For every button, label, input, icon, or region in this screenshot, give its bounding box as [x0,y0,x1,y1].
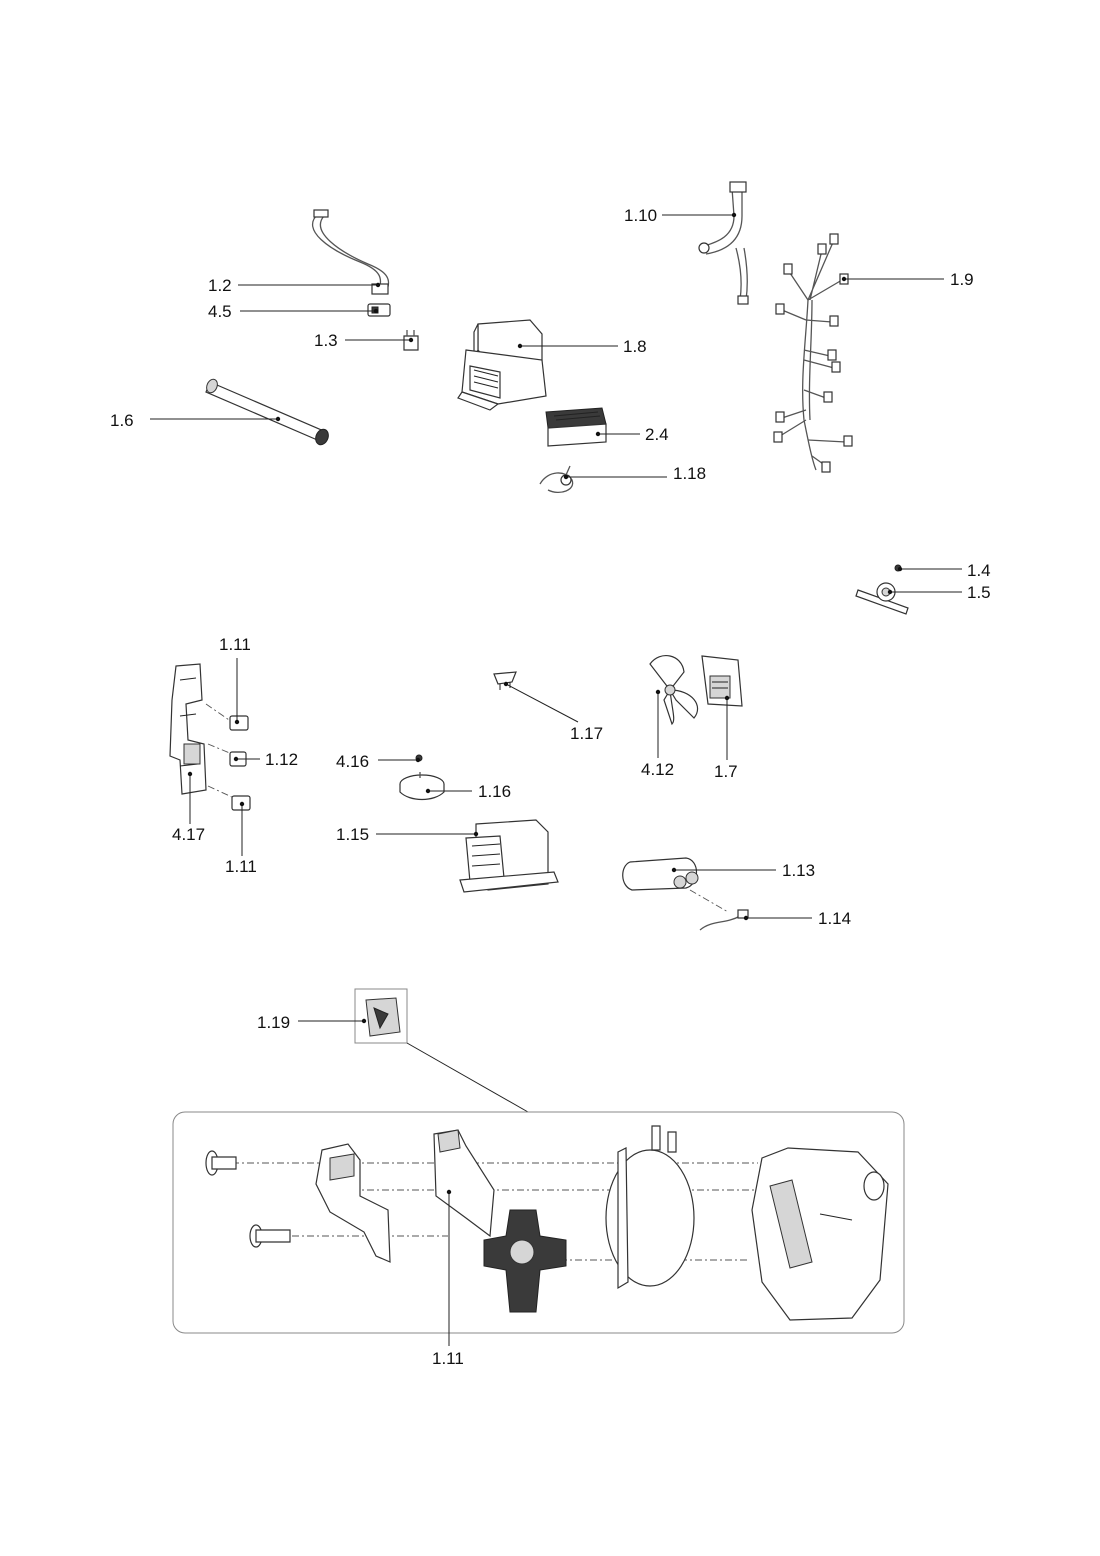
part-1-10-harness-branch [698,181,749,305]
part-1-17-clip [493,671,517,690]
callout-1-16: 1.16 [425,782,511,801]
svg-text:1.11: 1.11 [432,1349,464,1368]
part-1-2-wire-lead [311,209,390,295]
callout-1-4: 1.4 [897,561,991,580]
callout-1-3: 1.3 [314,331,414,350]
svg-text:1.14: 1.14 [818,909,851,928]
svg-text:4.5: 4.5 [208,302,232,321]
callout-1-19: 1.19 [257,1013,367,1032]
detail-housing-cover [751,1147,889,1321]
detail-pin-lower [249,1224,291,1248]
callout-1-11-top: 1.11 [219,635,251,725]
svg-text:1.6: 1.6 [110,411,134,430]
part-1-19-motor-thumbnail [354,988,529,1113]
svg-text:1.18: 1.18 [673,464,706,483]
svg-text:4.16: 4.16 [336,752,369,771]
callout-4-12: 4.12 [641,689,674,779]
detail-motor-body [605,1125,695,1290]
part-1-9-wire-harness [773,233,853,473]
svg-text:1.11: 1.11 [225,857,257,876]
part-1-15-transformer [459,819,559,893]
part-1-18-thermostat [539,465,574,494]
svg-text:1.2: 1.2 [208,276,232,295]
svg-text:1.7: 1.7 [714,762,738,781]
detail-microswitch [433,1129,495,1238]
part-1-11-switch-upper [205,703,249,731]
callout-1-11-detail: 1.11 [432,1189,464,1368]
callout-1-15: 1.15 [336,825,479,844]
svg-text:1.12: 1.12 [265,750,298,769]
svg-text:2.4: 2.4 [645,425,669,444]
callout-4-16: 4.16 [336,752,421,771]
svg-text:1.4: 1.4 [967,561,991,580]
svg-text:4.17: 4.17 [172,825,205,844]
part-1-14-diode [689,889,749,931]
part-1-12-switch-middle [207,743,247,767]
part-1-8-magnetron [457,319,547,411]
part-4-5-fuse-holder [367,303,391,317]
callout-1-5: 1.5 [887,583,991,602]
part-1-16-turntable-motor [399,772,445,801]
detail-bracket [315,1143,391,1263]
callout-1-10: 1.10 [624,206,737,225]
callout-1-11-bottom: 1.11 [225,801,257,876]
callout-1-18: 1.18 [563,464,706,483]
svg-text:1.9: 1.9 [950,270,974,289]
svg-text:1.13: 1.13 [782,861,815,880]
callout-1-7: 1.7 [714,695,738,781]
callout-1-9: 1.9 [841,270,974,289]
callout-1-17: 1.17 [503,681,603,743]
callout-1-8: 1.8 [517,337,647,356]
svg-text:1.10: 1.10 [624,206,657,225]
part-4-17-latch-frame [169,663,207,795]
detail-pin-upper [205,1150,237,1176]
part-1-11-switch-lower [207,785,251,811]
callout-1-12: 1.12 [233,750,298,769]
part-1-6-tube [205,378,329,446]
detail-cam-wheel [483,1209,567,1313]
detail-panel-1-19 [172,1111,905,1334]
part-1-13-capacitor [622,857,699,891]
callout-2-4: 2.4 [595,425,669,444]
callout-1-6: 1.6 [110,411,281,430]
callout-1-13: 1.13 [671,861,815,880]
svg-text:1.3: 1.3 [314,331,338,350]
svg-text:1.11: 1.11 [219,635,251,654]
callout-1-14: 1.14 [743,909,851,928]
svg-text:1.17: 1.17 [570,724,603,743]
svg-text:1.8: 1.8 [623,337,647,356]
svg-text:1.19: 1.19 [257,1013,290,1032]
part-2-4-filter-box [545,407,607,447]
svg-text:1.5: 1.5 [967,583,991,602]
part-1-5-thermostat-bracket [855,582,909,615]
svg-text:4.12: 4.12 [641,760,674,779]
callout-4-5: 4.5 [208,302,379,321]
callout-4-17: 4.17 [172,771,205,844]
part-1-7-fan-motor [701,655,743,707]
svg-text:1.16: 1.16 [478,782,511,801]
callout-1-2: 1.2 [208,276,381,295]
part-4-12-fan-blade [649,655,699,726]
svg-text:1.15: 1.15 [336,825,369,844]
